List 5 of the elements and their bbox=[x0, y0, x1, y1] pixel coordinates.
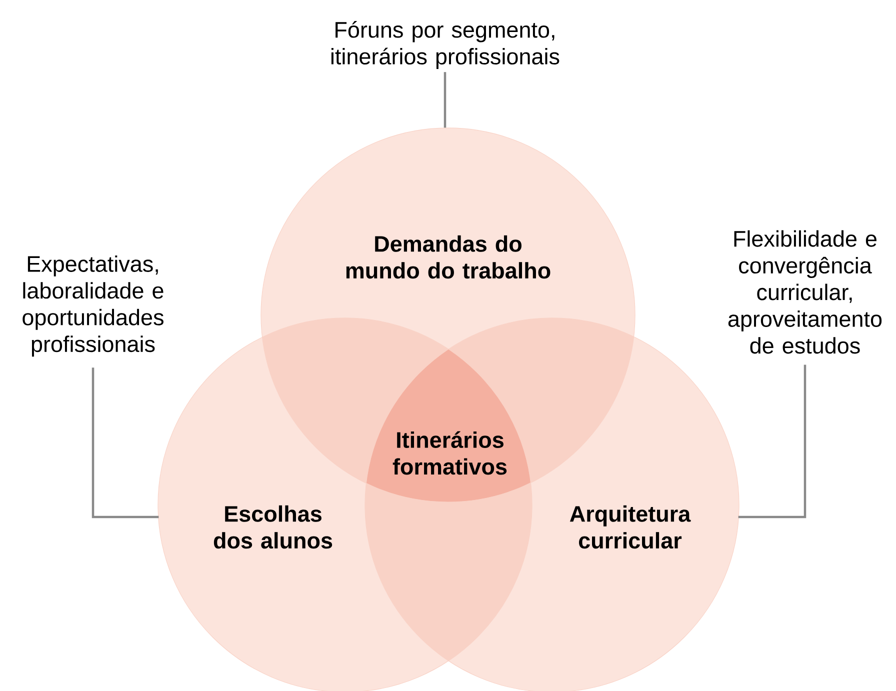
leader-line bbox=[444, 72, 446, 128]
note-text: Fóruns por segmento, itinerários profissionais bbox=[331, 21, 560, 69]
leader-line bbox=[738, 364, 806, 518]
center-label: Itinerários formativos bbox=[392, 431, 507, 475]
leader-line bbox=[92, 368, 159, 518]
